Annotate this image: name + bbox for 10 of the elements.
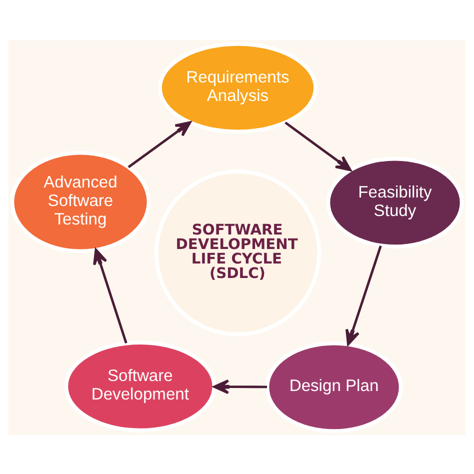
arrow [93, 248, 128, 344]
node-circle: SOFTWARE DEVELOPMENT LIFE CYCLE (SDLC) [154, 169, 322, 336]
node-ellipse: Requirements Analysis [158, 41, 318, 134]
arrow [284, 121, 352, 171]
node-ellipse: Advanced Software Testing [10, 150, 151, 253]
node-ellipse: Design Plan [265, 340, 403, 433]
arrow [345, 245, 382, 345]
node-ellipse: Software Development [64, 340, 216, 432]
arrow [213, 378, 268, 394]
arrow [128, 120, 192, 168]
